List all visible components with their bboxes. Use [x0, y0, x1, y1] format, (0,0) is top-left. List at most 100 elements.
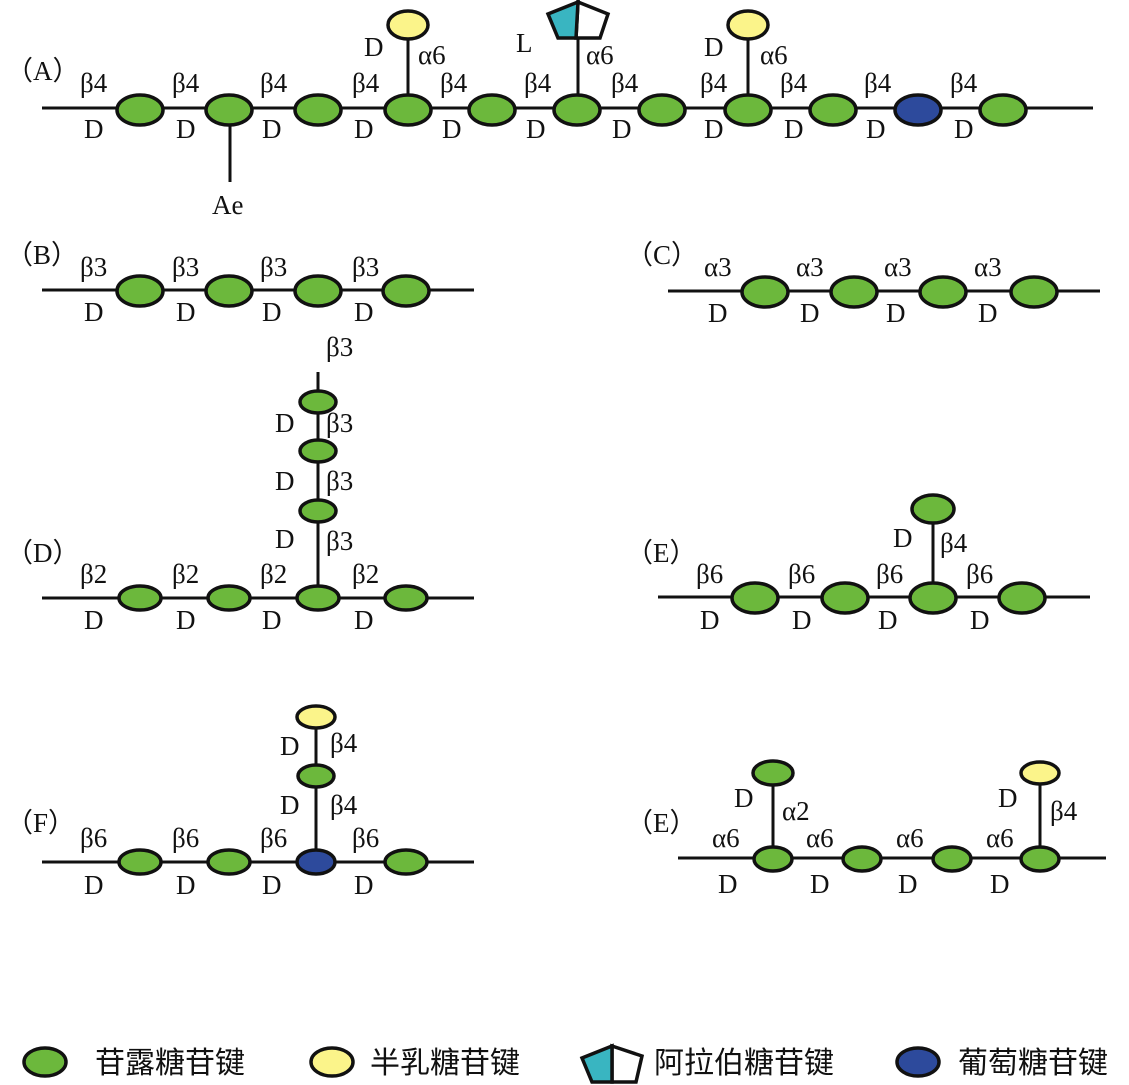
- branch-link-label: β4: [330, 790, 358, 820]
- config-label: D: [990, 869, 1010, 899]
- mannose-residue: [298, 389, 338, 415]
- link-label: β6: [352, 823, 379, 853]
- mannose-residue: [298, 438, 338, 464]
- branch-config-label: L: [516, 28, 533, 58]
- link-label: β2: [260, 559, 287, 589]
- mannose-residue: [740, 275, 790, 309]
- galactose-residue: [295, 704, 337, 730]
- branch-config-label: D: [275, 408, 295, 438]
- config-label: D: [176, 297, 196, 327]
- config-label: D: [704, 114, 724, 144]
- mannose-residue: [204, 274, 254, 308]
- link-label: β4: [172, 68, 200, 98]
- branch-link-label: β4: [940, 528, 968, 558]
- branch-link-label: β3: [326, 332, 353, 362]
- config-label: D: [718, 869, 738, 899]
- galactose-icon: [309, 1046, 355, 1078]
- panel-b-label: （B）: [6, 240, 78, 270]
- branch-config-label: D: [704, 32, 724, 62]
- config-label: D: [800, 298, 820, 328]
- link-label: β2: [80, 559, 107, 589]
- branch-link-label: β3: [326, 526, 353, 556]
- link-label: β6: [696, 559, 723, 589]
- config-label: D: [84, 297, 104, 327]
- panel-d-label: （D）: [6, 538, 80, 568]
- config-label: D: [970, 605, 990, 635]
- legend-label: 葡萄糖苷键: [958, 1046, 1108, 1081]
- arabinose-icon: [579, 1043, 614, 1084]
- branch-config-label: D: [275, 466, 295, 496]
- link-label: α6: [986, 823, 1014, 853]
- branch-link-label: β4: [1050, 796, 1078, 826]
- mannose-residue: [383, 584, 429, 612]
- mannose-residue: [997, 581, 1047, 615]
- link-label: β3: [260, 252, 287, 282]
- config-label: D: [176, 870, 196, 900]
- mannose-residue: [206, 848, 252, 876]
- config-label: D: [792, 605, 812, 635]
- config-label: D: [526, 114, 546, 144]
- panel-f-label: （F）: [6, 808, 75, 838]
- config-label: D: [700, 605, 720, 635]
- mannose-residue: [467, 93, 517, 127]
- link-label: β2: [172, 559, 199, 589]
- mannose-residue: [908, 581, 958, 615]
- branch-link-label: β4: [330, 728, 358, 758]
- link-label: α6: [712, 823, 740, 853]
- arabinose-icon-white: [610, 1043, 645, 1084]
- branch-config-label: D: [893, 523, 913, 553]
- mannose-residue: [296, 763, 336, 789]
- mannose-residue: [829, 275, 879, 309]
- panel-a: （A） β4 β4 β4 β4 β4 β4 β4 β4 β4 β4 β4 D D: [6, 0, 1093, 220]
- config-label: D: [354, 114, 374, 144]
- panel-e-lower: （E） α6 α6 α6 α6 D D D D D α2 D β4: [626, 759, 1106, 899]
- mannose-residue: [115, 93, 165, 127]
- panel-e-upper: （E） β6 β6 β6 β6 D D D D D β4: [626, 493, 1090, 635]
- legend-label: 阿拉伯糖苷键: [654, 1046, 834, 1081]
- branch-config-label: D: [280, 790, 300, 820]
- branch-config-label: D: [998, 783, 1018, 813]
- link-label: β6: [260, 823, 287, 853]
- galactose-residue: [1019, 760, 1061, 786]
- link-label: α6: [896, 823, 924, 853]
- config-label: D: [784, 114, 804, 144]
- config-label: D: [954, 114, 974, 144]
- config-label: D: [262, 605, 282, 635]
- branch-config-label: D: [364, 32, 384, 62]
- config-label: D: [354, 605, 374, 635]
- panel-a-label: （A）: [6, 56, 80, 86]
- panel-d: （D） β2 β2 β2 β2 D D D D β3 β3 β3 β3 D D …: [6, 332, 474, 635]
- glucose-icon: [895, 1046, 941, 1078]
- link-label: α6: [806, 823, 834, 853]
- config-label: D: [810, 869, 830, 899]
- mannose-residue: [293, 93, 343, 127]
- galactose-residue: [726, 9, 770, 41]
- mannose-residue: [206, 584, 252, 612]
- link-label: β4: [950, 68, 978, 98]
- config-label: D: [176, 114, 196, 144]
- panel-e-lower-label: （E）: [626, 808, 697, 838]
- link-label: β6: [172, 823, 199, 853]
- mannose-residue: [751, 759, 795, 787]
- config-label: D: [886, 298, 906, 328]
- branch-link-label: β3: [326, 466, 353, 496]
- mannose-residue: [808, 93, 858, 127]
- mannose-residue: [117, 848, 163, 876]
- branch-config-label: D: [734, 783, 754, 813]
- link-label: β4: [352, 68, 380, 98]
- mannose-residue: [552, 93, 602, 127]
- link-label: β6: [966, 559, 993, 589]
- config-label: D: [262, 297, 282, 327]
- arabinose-residue-white: [574, 0, 611, 40]
- link-label: β4: [864, 68, 892, 98]
- link-label: β4: [440, 68, 468, 98]
- branch-link-label: α6: [760, 40, 788, 70]
- panel-c-label: （C）: [626, 240, 698, 270]
- mannose-residue: [752, 845, 794, 873]
- glucose-residue: [893, 93, 943, 127]
- arabinose-residue: [545, 0, 580, 40]
- mannose-residue: [115, 274, 165, 308]
- config-label: D: [262, 870, 282, 900]
- branch-config-label: D: [280, 731, 300, 761]
- mannose-residue: [381, 274, 431, 308]
